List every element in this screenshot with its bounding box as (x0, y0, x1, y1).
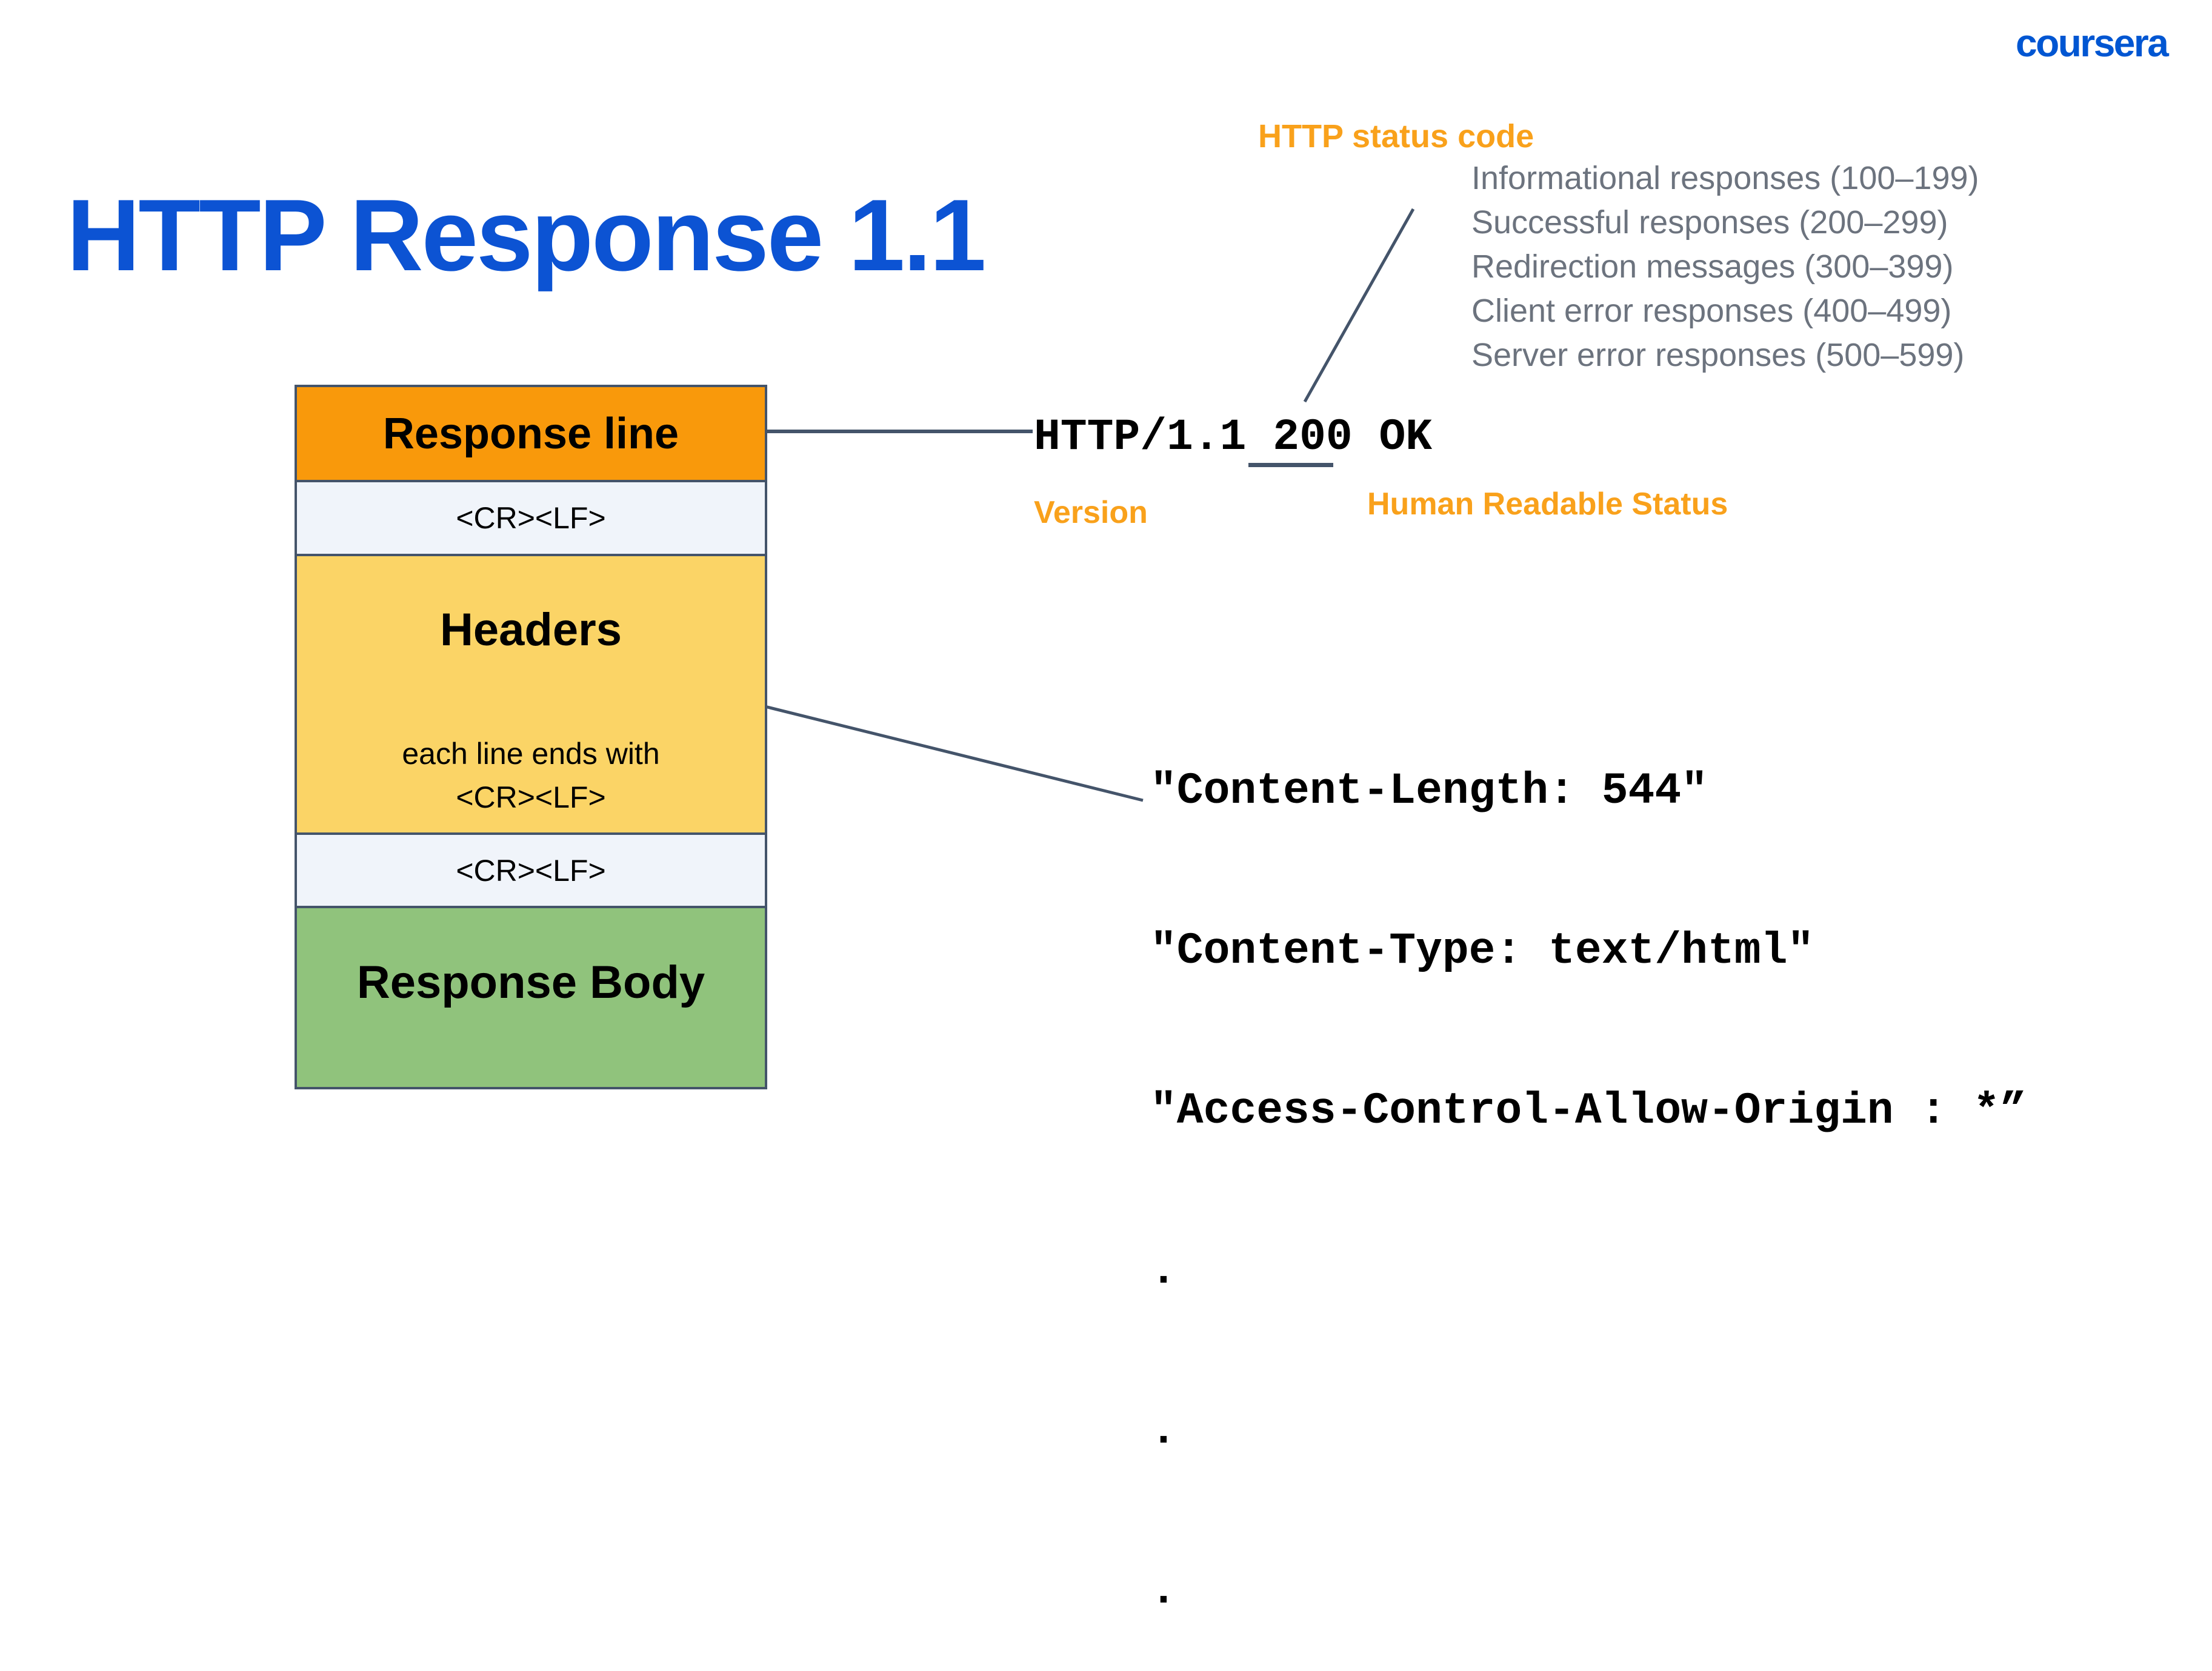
header-example-line: "Content-Length: 544" (1150, 766, 1708, 816)
status-code-underline (1248, 463, 1333, 467)
http-response-structure-diagram: Response line <CR><LF> Headers each line… (295, 385, 767, 1089)
http-response-line-text: HTTP/1.1 200 OK (1034, 412, 1433, 462)
status-code-pointer-line (1303, 208, 1415, 403)
headers-example-code-block: "Content-Length: 544" "Content-Type: tex… (1150, 658, 2027, 1671)
headers-connector (764, 705, 1144, 802)
page-title: HTTP Response 1.1 (67, 178, 986, 292)
status-code-item: Client error responses (400–499) (1471, 293, 1952, 329)
response-body-box-label: Response Body (356, 957, 705, 1008)
headers-box-subtext: each line ends with <CR><LF> (402, 732, 659, 819)
status-code-item: Successful responses (200–299) (1471, 204, 1948, 241)
version-label: Version (1034, 495, 1148, 530)
crlf-box-1-label: <CR><LF> (456, 501, 606, 535)
crlf-box-1: <CR><LF> (297, 480, 765, 554)
header-example-line: "Access-Control-Allow-Origin : *” (1150, 1086, 2027, 1136)
status-code-item: Server error responses (500–599) (1471, 337, 1965, 373)
crlf-box-2: <CR><LF> (297, 832, 765, 906)
coursera-logo: coursera (2016, 21, 2169, 65)
http-status-code-label: HTTP status code (1258, 118, 1534, 154)
header-example-ellipsis-dot: . (1150, 1406, 1177, 1456)
status-code-item: Redirection messages (300–399) (1471, 248, 1954, 285)
status-code-item: Informational responses (100–199) (1471, 160, 1979, 196)
header-example-ellipsis-dot: . (1150, 1566, 1177, 1616)
headers-box-subtext-line1: each line ends with (402, 737, 660, 771)
human-readable-status-label: Human Readable Status (1367, 487, 1728, 522)
headers-box-subtext-line2: <CR><LF> (456, 780, 606, 814)
headers-box: Headers each line ends with <CR><LF> (297, 554, 765, 832)
header-example-line: "Content-Type: text/html" (1150, 926, 1814, 976)
crlf-box-2-label: <CR><LF> (456, 853, 606, 888)
response-line-box: Response line (297, 387, 765, 480)
status-code-list: Informational responses (100–199) Succes… (1471, 156, 1979, 377)
response-line-box-label: Response line (382, 409, 679, 458)
response-body-box: Response Body (297, 906, 765, 1087)
headers-box-label: Headers (440, 604, 622, 656)
header-example-ellipsis-dot: . (1150, 1246, 1177, 1296)
